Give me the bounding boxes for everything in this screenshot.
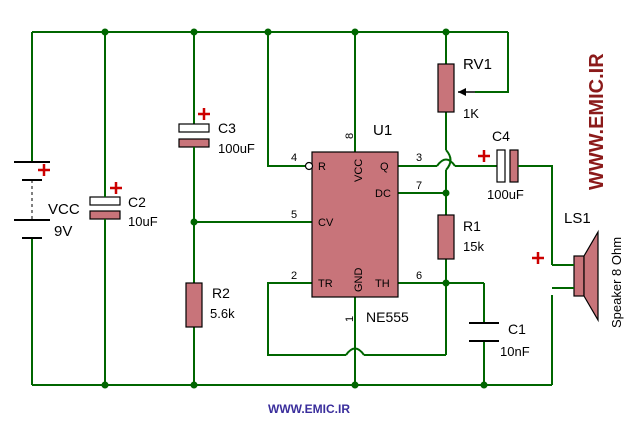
- c1-name: C1: [508, 321, 526, 337]
- u1-part: NE555: [366, 309, 409, 325]
- pin-label-gnd: GND: [353, 268, 365, 293]
- c4-name: C4: [492, 128, 510, 144]
- c3-plus-mark: [198, 108, 210, 120]
- vcc-name: VCC: [48, 201, 80, 218]
- r2-name: R2: [212, 285, 230, 301]
- junctions: [101, 28, 488, 389]
- capacitor-c3: C3 100uF: [178, 108, 255, 156]
- pin-label-dc: DC: [375, 188, 391, 200]
- vcc-plus-mark: [38, 164, 50, 176]
- ls1-plus-mark: [532, 252, 544, 264]
- c4-value: 100uF: [487, 187, 524, 202]
- capacitor-c2: C2 10uF: [89, 182, 158, 229]
- pin-label-th: TH: [375, 278, 390, 290]
- r1-name: R1: [463, 218, 481, 234]
- speaker-ls1: LS1 Speaker 8 Ohm: [532, 210, 624, 328]
- pin-number-7: 7: [416, 180, 422, 192]
- pin-number-4: 4: [291, 152, 297, 164]
- ls1-value: Speaker 8 Ohm: [609, 237, 624, 328]
- pin-label-tr: TR: [318, 278, 333, 290]
- pin-label-vcc: VCC: [353, 159, 365, 182]
- resistor-r2: R2 5.6k: [185, 282, 235, 328]
- c4-plus-mark: [478, 150, 490, 162]
- vcc-battery: VCC 9V: [14, 161, 80, 240]
- pin-number-3: 3: [416, 152, 422, 164]
- watermark-bottom: WWW.EMIC.IR: [268, 402, 350, 416]
- c2-value: 10uF: [128, 214, 158, 229]
- vcc-value: 9V: [54, 223, 72, 240]
- ls1-name: LS1: [564, 210, 591, 227]
- pin-number-1: 1: [344, 316, 356, 322]
- pin-label-cv: CV: [318, 217, 334, 229]
- c2-name: C2: [128, 194, 146, 210]
- capacitor-c1: C1 10nF: [469, 321, 530, 359]
- r1-value: 15k: [463, 239, 484, 254]
- c1-value: 10nF: [500, 344, 530, 359]
- pin-number-8: 8: [344, 133, 356, 139]
- rv1-value: 1K: [463, 106, 479, 121]
- capacitor-c4: C4 100uF: [478, 128, 524, 202]
- pin-label-r: R: [318, 161, 326, 173]
- c3-name: C3: [218, 120, 236, 136]
- r2-value: 5.6k: [210, 306, 235, 321]
- pin-number-6: 6: [416, 270, 422, 282]
- rv1-name: RV1: [463, 56, 492, 73]
- u1-name: U1: [373, 122, 392, 139]
- ic-u1-ne555: U1 NE555 R CV TR Q DC TH VCC GND 8 4 3 7…: [291, 122, 422, 325]
- wires: [31, 31, 553, 386]
- potentiometer-rv1: RV1 1K: [437, 56, 492, 121]
- c3-value: 100uF: [218, 141, 255, 156]
- pin-label-q: Q: [380, 161, 389, 173]
- pin-number-5: 5: [291, 209, 297, 221]
- watermark-side: WWW.EMIC.IR: [586, 53, 608, 190]
- pin-number-2: 2: [291, 270, 297, 282]
- c2-plus-mark: [110, 182, 122, 194]
- resistor-r1: R1 15k: [437, 214, 484, 260]
